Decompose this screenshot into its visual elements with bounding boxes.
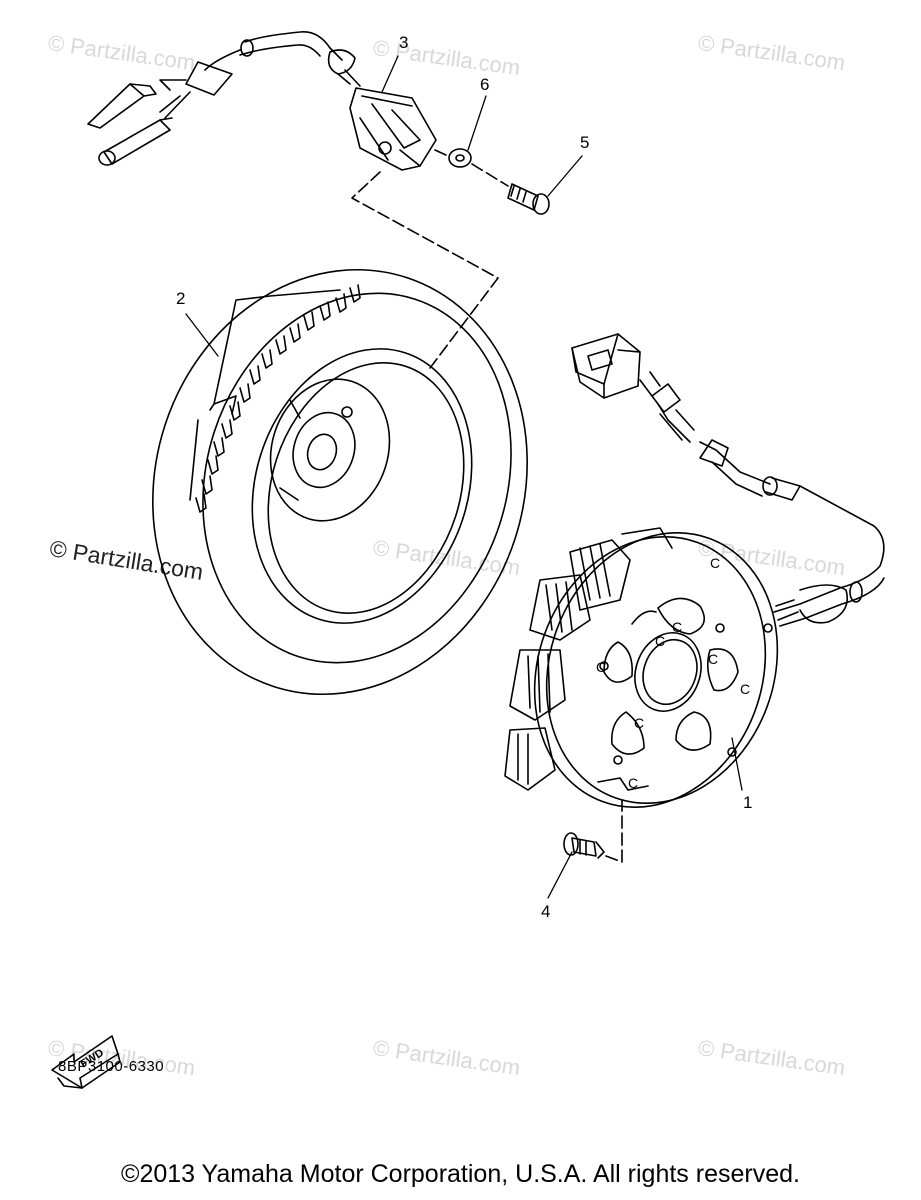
fwd-arrow-icon — [51, 1035, 121, 1089]
callout-1: 1 — [743, 793, 753, 812]
pickup-screw — [507, 183, 550, 215]
stator-mark: C — [710, 555, 721, 571]
stator-mark: C — [740, 681, 751, 697]
callout-5: 5 — [580, 133, 590, 152]
stator-mark: C — [634, 715, 645, 731]
diagram-code: 8BP3100-6330 — [58, 1058, 165, 1075]
alignment-line — [351, 149, 509, 369]
callout-3: 3 — [399, 33, 409, 52]
washer — [448, 148, 472, 168]
callout-6: 6 — [480, 75, 490, 94]
stator-mark: C — [672, 619, 683, 635]
stator-wiring-harness — [571, 333, 885, 627]
stator-mark: C — [628, 775, 639, 791]
pickup-coil-assembly — [87, 31, 437, 171]
stator-mark: C — [708, 651, 719, 667]
flywheel-rotor — [152, 268, 528, 696]
callout-2: 2 — [176, 289, 186, 308]
leader-lines — [185, 55, 743, 899]
alignment-line — [605, 799, 623, 863]
stator-assembly — [504, 527, 779, 809]
stator-mark: C — [596, 659, 607, 675]
stator-mark: C — [655, 633, 666, 649]
callout-4: 4 — [541, 902, 551, 921]
copyright-notice: ©2013 Yamaha Motor Corporation, U.S.A. A… — [121, 1160, 800, 1188]
stator-screw — [563, 832, 605, 859]
